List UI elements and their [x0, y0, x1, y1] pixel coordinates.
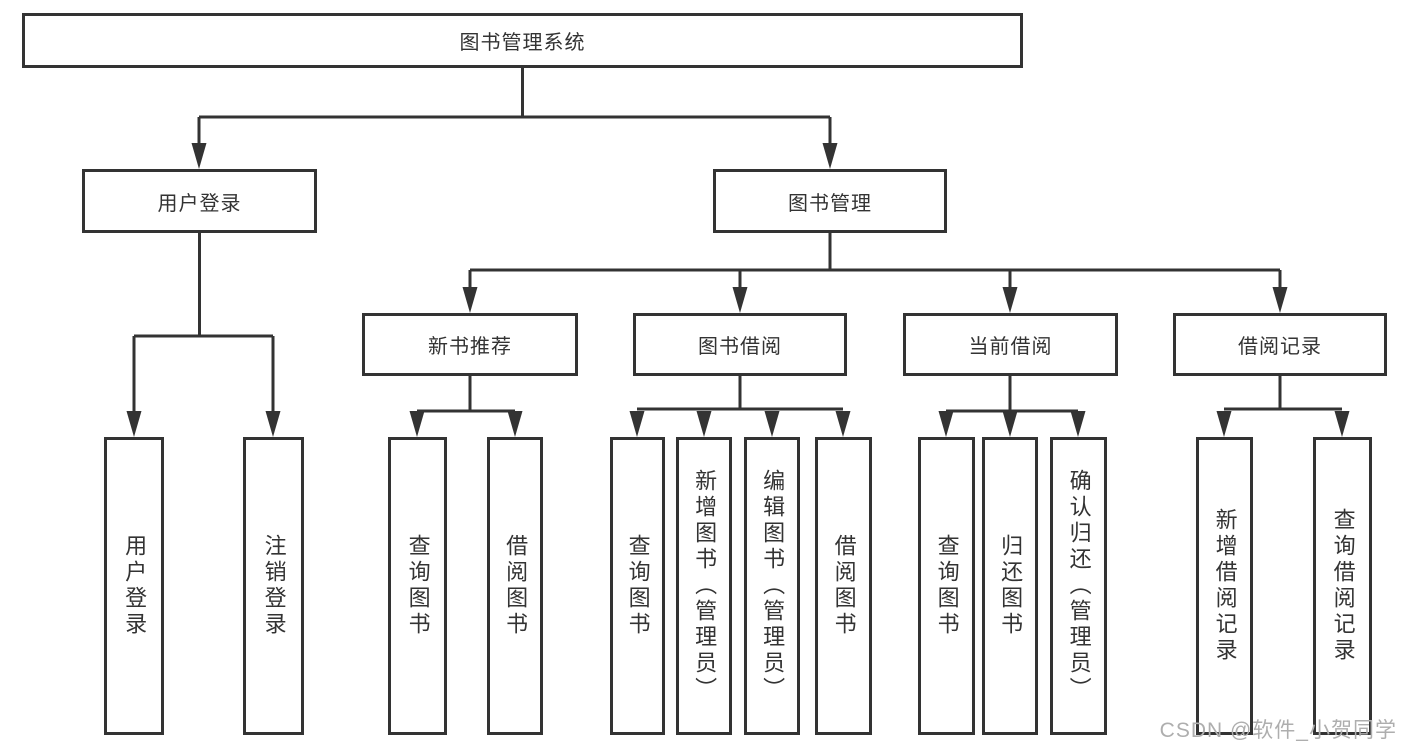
leaf-edit-book-admin-label: 编辑图书（管理员） [760, 469, 786, 703]
node-borrowing-records-label: 借阅记录 [1238, 336, 1322, 358]
leaf-query-books-borrowing: 查询图书 [610, 437, 665, 735]
leaf-query-books-recommend-label: 查询图书 [405, 534, 431, 638]
leaf-add-book-admin: 新增图书（管理员） [676, 437, 732, 735]
node-user-login-label: 用户登录 [157, 192, 242, 215]
leaf-query-books-current: 查询图书 [918, 437, 975, 735]
leaf-return-books-label: 归还图书 [998, 534, 1024, 638]
leaf-borrow-books-recommend: 借阅图书 [487, 437, 543, 735]
leaf-user-login: 用户登录 [104, 437, 164, 735]
leaf-borrow-books-borrowing: 借阅图书 [815, 437, 872, 735]
node-book-management: 图书管理 [713, 169, 947, 233]
leaf-confirm-return-admin: 确认归还（管理员） [1050, 437, 1107, 735]
node-root: 图书管理系统 [22, 13, 1023, 68]
node-book-borrowing: 图书借阅 [633, 313, 847, 376]
arrowheads [126, 143, 1350, 437]
leaf-add-borrow-record-label: 新增借阅记录 [1212, 508, 1238, 664]
node-book-borrowing-label: 图书借阅 [698, 336, 782, 358]
node-current-borrowing-label: 当前借阅 [968, 336, 1053, 358]
leaf-user-login-label: 用户登录 [122, 534, 148, 638]
node-current-borrowing: 当前借阅 [903, 313, 1118, 376]
node-user-login: 用户登录 [82, 169, 317, 233]
leaf-query-books-recommend: 查询图书 [388, 437, 447, 735]
node-borrowing-records: 借阅记录 [1173, 313, 1387, 376]
leaf-confirm-return-admin-label: 确认归还（管理员） [1066, 469, 1092, 703]
node-root-label: 图书管理系统 [459, 32, 586, 54]
leaf-add-borrow-record: 新增借阅记录 [1196, 437, 1253, 735]
leaf-edit-book-admin: 编辑图书（管理员） [744, 437, 800, 735]
leaf-return-books: 归还图书 [982, 437, 1038, 735]
leaf-borrow-books-borrowing-label: 借阅图书 [831, 534, 857, 638]
node-book-management-label: 图书管理 [788, 192, 872, 215]
watermark: CSDN @软件_小贺同学 [1159, 719, 1397, 742]
leaf-query-borrow-record-label: 查询借阅记录 [1330, 508, 1356, 664]
leaf-logout-label: 注销登录 [261, 534, 287, 638]
leaf-borrow-books-recommend-label: 借阅图书 [503, 534, 529, 638]
leaf-logout: 注销登录 [243, 437, 304, 735]
leaf-add-book-admin-label: 新增图书（管理员） [692, 469, 718, 703]
leaf-query-books-borrowing-label: 查询图书 [625, 534, 651, 638]
node-new-book-recommend-label: 新书推荐 [428, 336, 512, 358]
leaf-query-borrow-record: 查询借阅记录 [1313, 437, 1372, 735]
leaf-query-books-current-label: 查询图书 [934, 534, 960, 638]
node-new-book-recommend: 新书推荐 [362, 313, 578, 376]
